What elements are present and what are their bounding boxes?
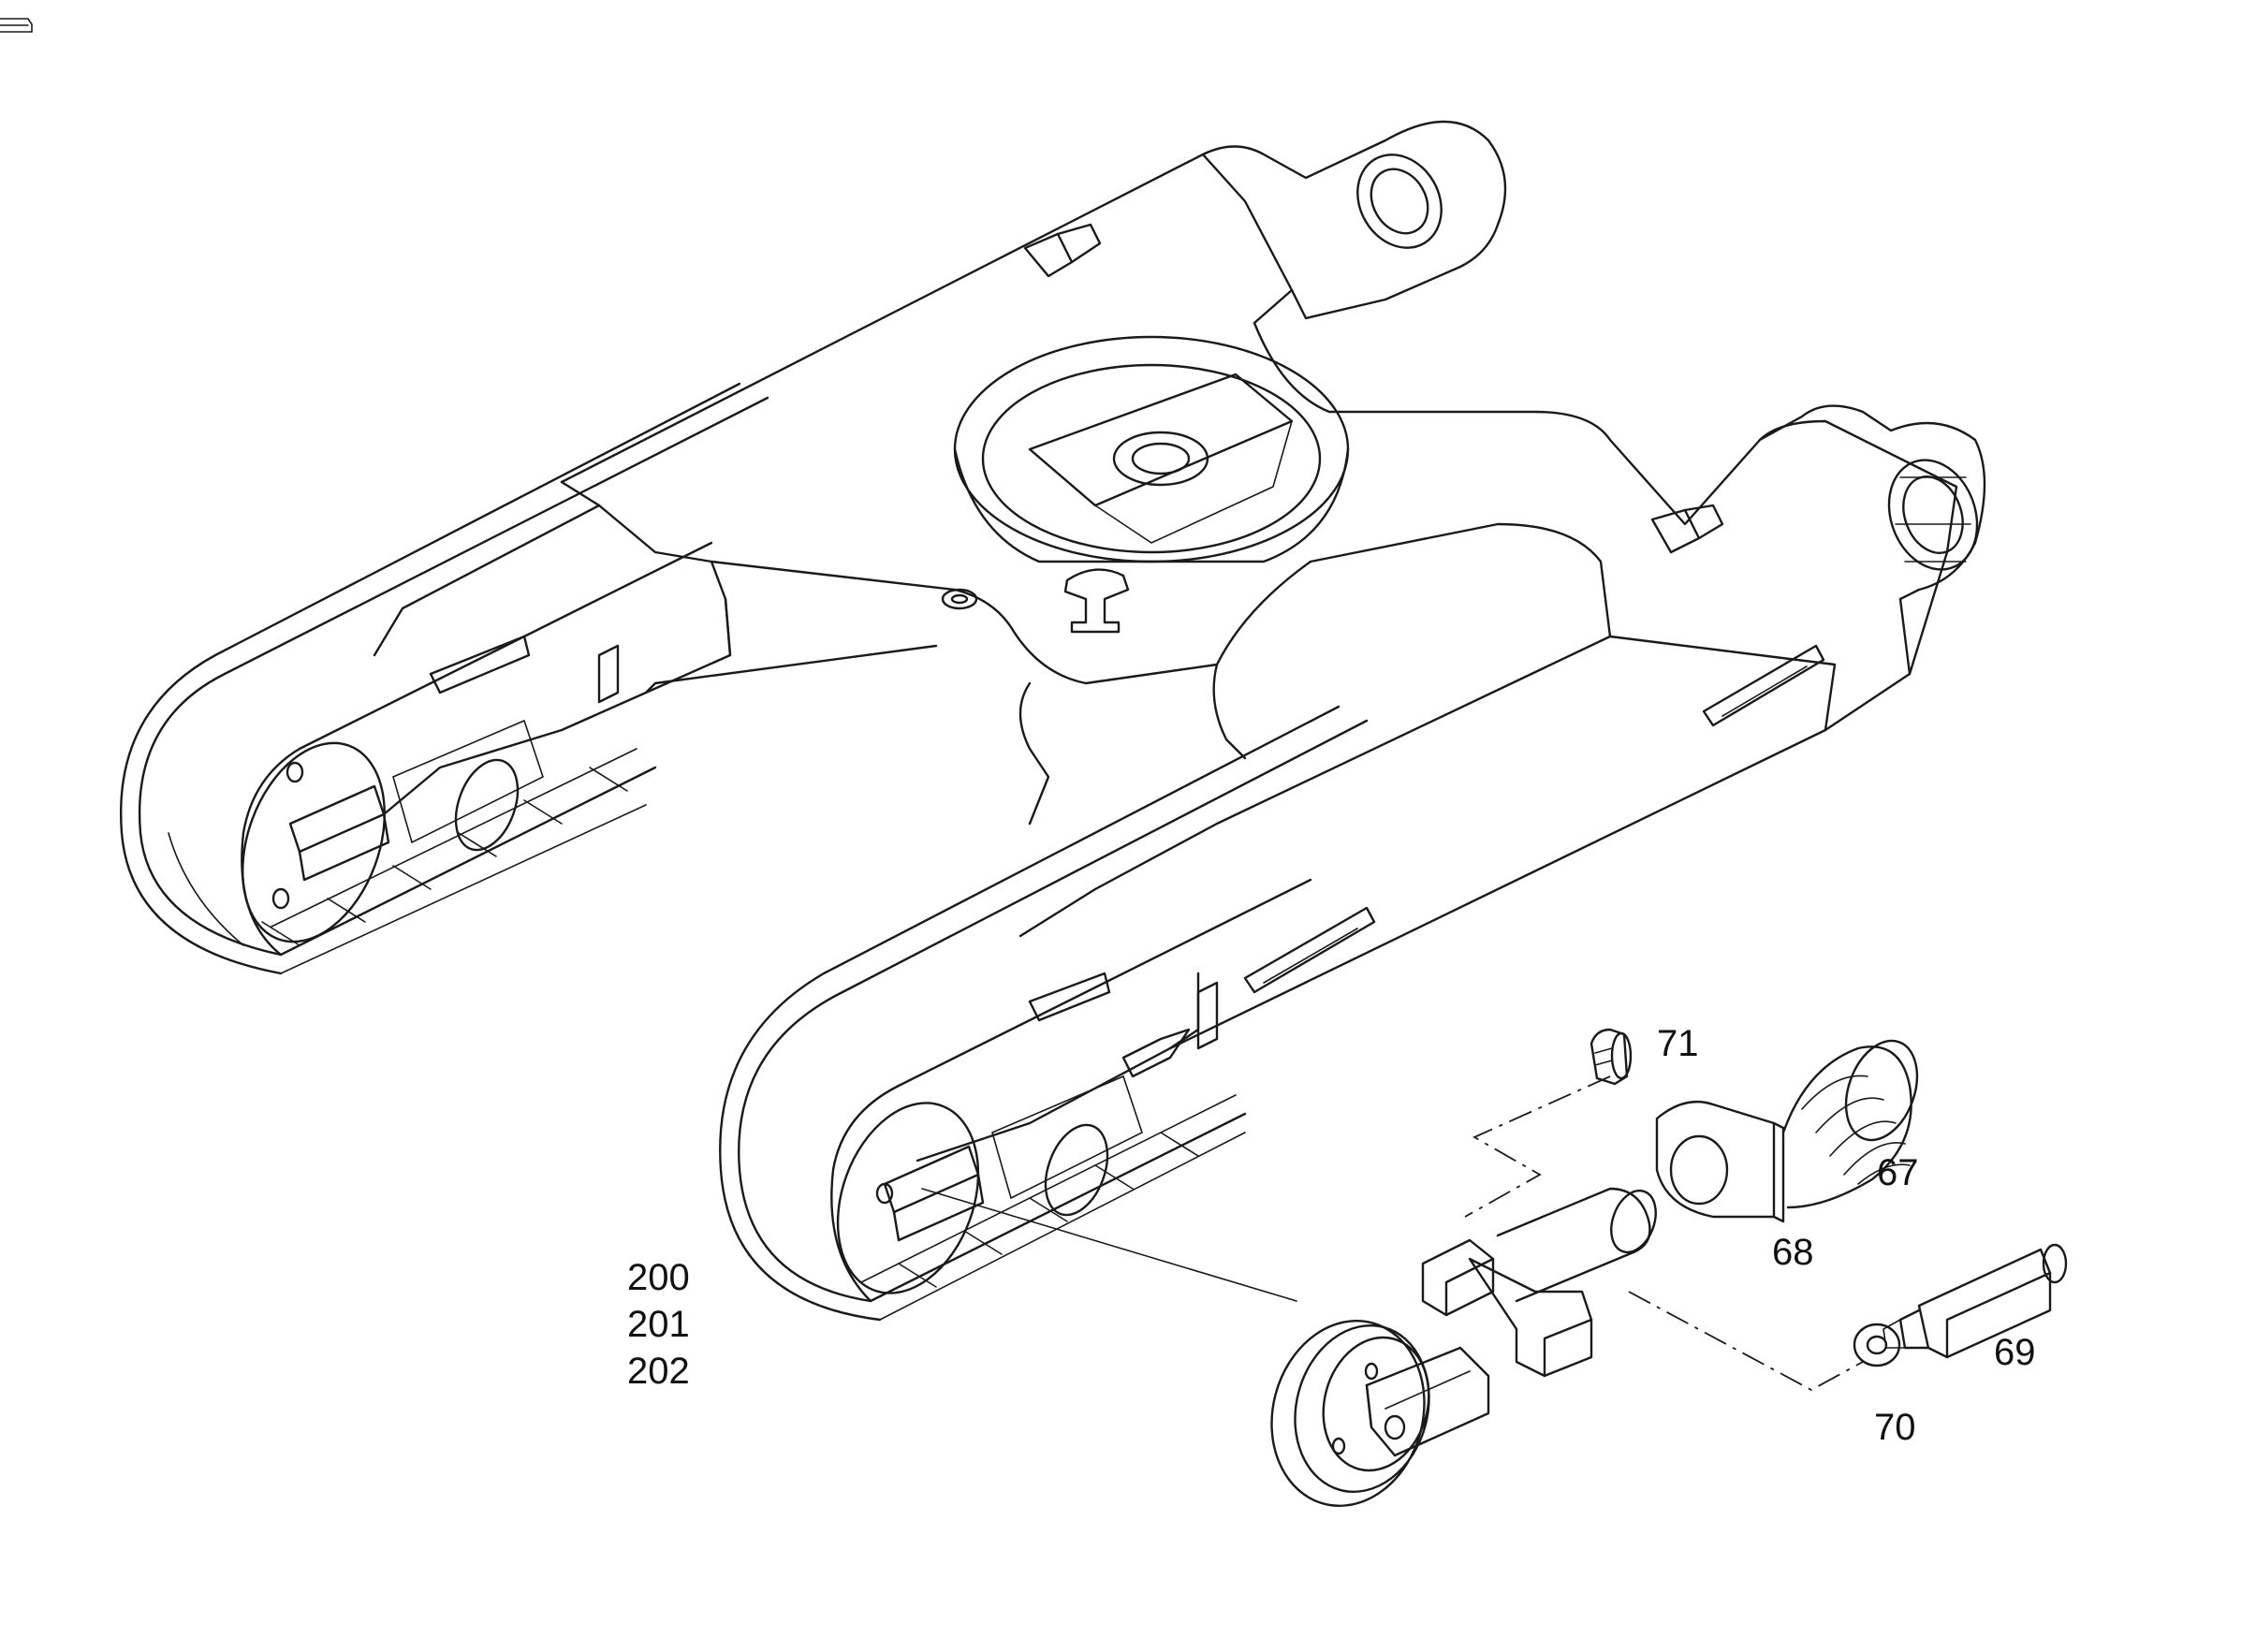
adjuster-valve <box>1882 1243 2068 1359</box>
callout-67: 67 <box>1877 1152 1919 1193</box>
frame-rails <box>429 635 1825 1078</box>
right-track <box>719 705 1369 1322</box>
callout-69: 69 <box>1994 1332 2036 1373</box>
callout-71: 71 <box>1657 1023 1699 1064</box>
lower-frame <box>373 120 1986 1162</box>
washer <box>1853 1323 1901 1367</box>
recoil-yoke <box>1421 1187 1657 1378</box>
front-idler-wheel <box>1270 1320 1490 1507</box>
grease-fitting <box>1589 1028 1633 1086</box>
frame-brackets <box>1023 223 1724 554</box>
callout-201: 201 <box>627 1304 690 1345</box>
slew-ring <box>953 335 1350 563</box>
recoil-spring <box>1655 1039 1919 1223</box>
left-track <box>120 382 769 975</box>
callout-68: 68 <box>1772 1232 1814 1273</box>
drive-flanges <box>1356 154 1979 571</box>
idler-leader <box>921 1188 1297 1302</box>
callout-70: 70 <box>1874 1407 1916 1448</box>
page-corner-icon <box>0 18 33 33</box>
callout-200: 200 <box>627 1257 690 1298</box>
frame-emblem <box>941 568 1130 634</box>
callout-202: 202 <box>627 1351 690 1392</box>
assembly-lines <box>1464 1075 1864 1392</box>
